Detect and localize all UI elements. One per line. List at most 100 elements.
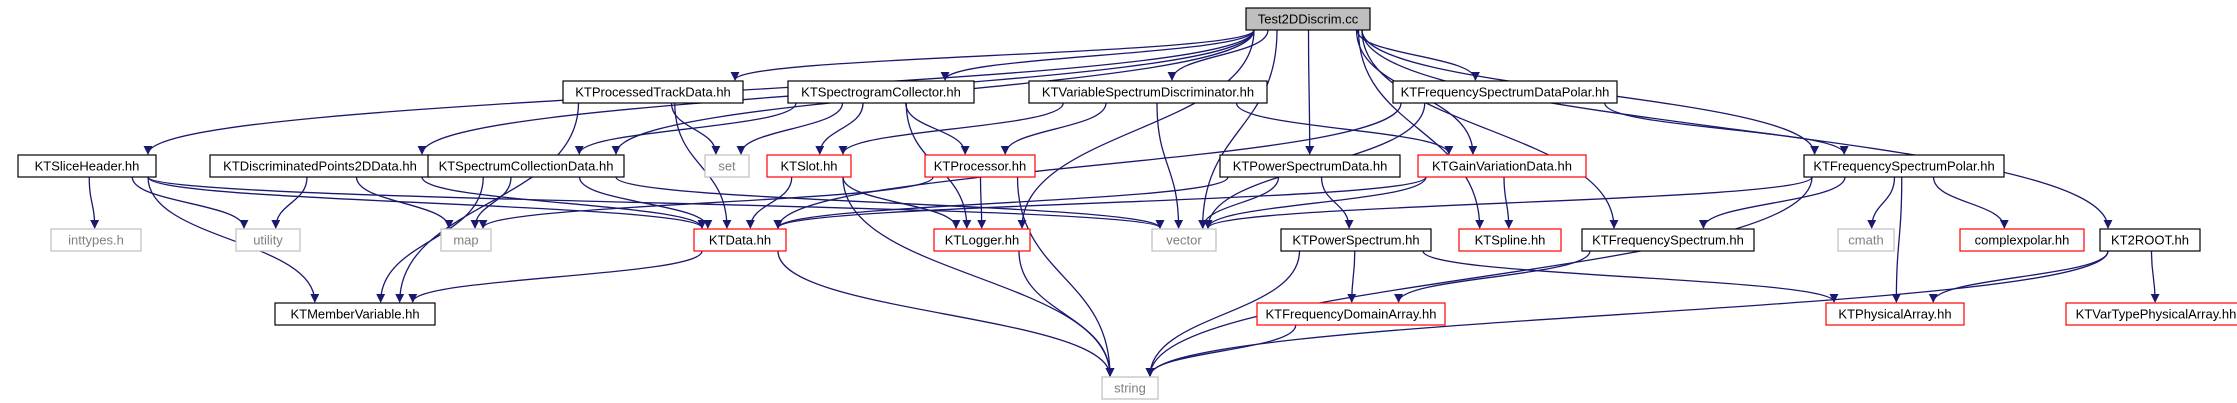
edge-discPoints-to-map: [355, 176, 454, 229]
node-label-powerSpecData: KTPowerSpectrumData.hh: [1233, 158, 1388, 173]
edge-root-to-spline: [1357, 29, 1485, 229]
edge-specCollector-to-set: [736, 102, 844, 155]
node-box-freqPolarData: [1392, 80, 1618, 104]
node-box-vector: [1151, 228, 1217, 252]
edge-processedTrack-to-set: [670, 102, 721, 155]
node-label-cmath: cmath: [1848, 232, 1883, 247]
edge-freqPolar-to-cmath: [1867, 176, 1896, 229]
node-powerSpec[interactable]: KTPowerSpectrum.hh: [1280, 228, 1432, 252]
edge-specCollData-to-data: [578, 176, 713, 229]
node-label-root: Test2DDiscrim.cc: [1258, 11, 1359, 26]
edge-specCollector-to-specCollData: [574, 102, 797, 155]
edge-specCollData-to-map: [470, 176, 512, 229]
node-slot[interactable]: KTSlot.hh: [766, 154, 852, 178]
edge-processor-to-string: [1016, 176, 1115, 377]
node-varTypePhys[interactable]: KTVarTypePhysicalArray.hh: [2065, 302, 2237, 326]
node-label-gainVar: KTGainVariationData.hh: [1432, 158, 1572, 173]
node-label-inttypes: inttypes.h: [68, 232, 124, 247]
edge-root-to-vector: [1198, 29, 1278, 229]
edge-powerSpec-to-physArr: [1422, 250, 1839, 303]
edge-specCollector-to-processor: [905, 102, 970, 155]
edge-specCollData-to-memberVar: [376, 176, 484, 303]
edge-specCollData-to-vector: [615, 176, 1165, 229]
node-sliceHeader[interactable]: KTSliceHeader.hh: [17, 154, 157, 178]
edge-ktroot-to-physArr: [1928, 250, 2109, 303]
edge-freqPolarData-to-data: [773, 102, 1402, 229]
node-label-varSpecDisc: KTVariableSpectrumDiscriminator.hh: [1042, 84, 1254, 99]
node-box-slot: [766, 154, 852, 178]
node-gainVar[interactable]: KTGainVariationData.hh: [1417, 154, 1587, 178]
node-box-logger: [933, 228, 1031, 252]
node-specCollector[interactable]: KTSpectrogramCollector.hh: [787, 80, 975, 104]
node-label-physArr: KTPhysicalArray.hh: [1838, 306, 1951, 321]
edge-root-to-ktroot: [1361, 29, 2113, 229]
node-ktroot[interactable]: KT2ROOT.hh: [2099, 228, 2201, 252]
node-box-powerSpecData: [1219, 154, 1401, 178]
node-processor[interactable]: KTProcessor.hh: [924, 154, 1036, 178]
node-spline[interactable]: KTSpline.hh: [1458, 228, 1562, 252]
edge-freqPolarData-to-freqPolar: [1604, 102, 1849, 155]
edge-freqPolar-to-vector: [1203, 176, 1813, 229]
node-set: set: [704, 154, 750, 178]
node-complexpolar[interactable]: complexpolar.hh: [1959, 228, 2085, 252]
node-map: map: [440, 228, 492, 252]
edge-root-to-varSpecDisc: [1167, 29, 1269, 81]
node-root[interactable]: Test2DDiscrim.cc: [1245, 7, 1371, 31]
edge-varSpecDisc-to-vector: [1156, 102, 1184, 229]
edge-processedTrack-to-memberVar: [395, 102, 580, 303]
edge-powerSpecData-to-powerSpec: [1320, 176, 1354, 229]
node-label-freqPolarData: KTFrequencySpectrumDataPolar.hh: [1401, 84, 1610, 99]
edge-gainVar-to-vector: [1203, 176, 1427, 229]
node-logger[interactable]: KTLogger.hh: [933, 228, 1031, 252]
edge-sliceHeader-to-vector: [147, 176, 1165, 229]
edge-slot-to-data: [745, 176, 793, 229]
node-discPoints[interactable]: KTDiscriminatedPoints2DData.hh: [209, 154, 431, 178]
edge-sliceHeader-to-inttypes: [88, 176, 100, 229]
node-box-freqPolar: [1803, 154, 2005, 178]
node-box-inttypes: [50, 228, 142, 252]
node-data[interactable]: KTData.hh: [693, 228, 787, 252]
node-box-varTypePhys: [2065, 302, 2237, 326]
edge-freqSpec-to-freqDomArr: [1394, 250, 1591, 303]
node-label-freqPolar: KTFrequencySpectrumPolar.hh: [1813, 158, 1994, 173]
node-box-processor: [924, 154, 1036, 178]
node-powerSpecData[interactable]: KTPowerSpectrumData.hh: [1219, 154, 1401, 178]
edge-freqPolar-to-string: [1145, 176, 1813, 377]
node-box-specCollData: [427, 154, 625, 178]
node-freqPolar[interactable]: KTFrequencySpectrumPolar.hh: [1803, 154, 2005, 178]
node-freqDomArr[interactable]: KTFrequencyDomainArray.hh: [1256, 302, 1446, 326]
edge-specCollector-to-slot: [815, 102, 864, 155]
node-box-root: [1245, 7, 1371, 31]
node-box-ktroot: [2099, 228, 2201, 252]
edge-varSpecDisc-to-processor: [1000, 102, 1107, 155]
node-physArr[interactable]: KTPhysicalArray.hh: [1825, 302, 1965, 326]
node-box-complexpolar: [1959, 228, 2085, 252]
node-specCollData[interactable]: KTSpectrumCollectionData.hh: [427, 154, 625, 178]
node-processedTrack[interactable]: KTProcessedTrackData.hh: [562, 80, 744, 104]
edge-sliceHeader-to-utility: [131, 176, 249, 229]
edge-varSpecDisc-to-gainVar: [1235, 102, 1454, 155]
node-box-freqDomArr: [1256, 302, 1446, 326]
edge-sliceHeader-to-memberVar: [147, 176, 320, 303]
node-label-logger: KTLogger.hh: [945, 232, 1019, 247]
edge-processor-to-logger: [977, 176, 987, 229]
node-freqPolarData[interactable]: KTFrequencySpectrumDataPolar.hh: [1392, 80, 1618, 104]
node-label-data: KTData.hh: [709, 232, 771, 247]
edge-logger-to-string: [1018, 250, 1115, 377]
node-label-set: set: [718, 158, 736, 173]
edge-processedTrack-to-data: [674, 102, 732, 229]
node-box-physArr: [1825, 302, 1965, 326]
node-varSpecDisc[interactable]: KTVariableSpectrumDiscriminator.hh: [1028, 80, 1268, 104]
node-box-processedTrack: [562, 80, 744, 104]
node-box-sliceHeader: [17, 154, 157, 178]
node-utility: utility: [235, 228, 301, 252]
edge-freqPolar-to-freqSpec: [1698, 176, 1846, 229]
node-string: string: [1101, 376, 1159, 400]
node-cmath: cmath: [1837, 228, 1895, 252]
node-memberVar[interactable]: KTMemberVariable.hh: [274, 302, 436, 326]
node-freqSpec[interactable]: KTFrequencySpectrum.hh: [1581, 228, 1755, 252]
node-label-discPoints: KTDiscriminatedPoints2DData.hh: [223, 158, 417, 173]
